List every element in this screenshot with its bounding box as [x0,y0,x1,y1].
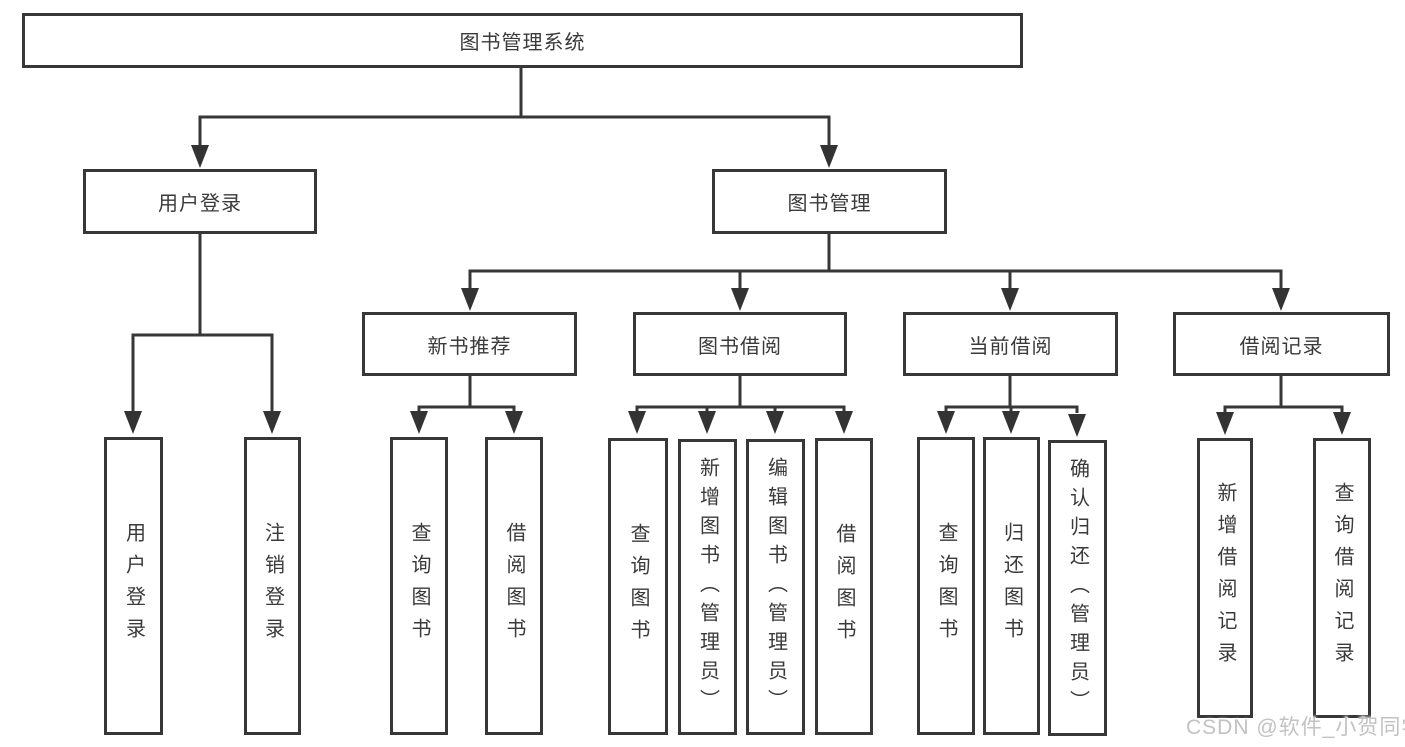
leaf-borrow-books-label: 借阅图书 [833,522,855,651]
leaf-query-books-recommend: 查询图书 [390,437,448,735]
node-current-borrow-label: 当前借阅 [968,335,1053,358]
leaf-add-book-admin-label: 新增图书（管理员） [696,456,719,718]
node-borrow-record: 借阅记录 [1173,312,1390,376]
leaf-edit-book-admin-label: 编辑图书（管理员） [764,456,787,718]
node-user-login: 用户登录 [83,169,317,234]
node-library-system-label: 图书管理系统 [459,32,586,54]
leaf-query-books-borrow: 查询图书 [608,438,668,735]
node-library-system: 图书管理系统 [22,13,1023,68]
csdn-watermark: CSDN @软件_小贺同学 [1186,716,1405,739]
leaf-edit-book-admin: 编辑图书（管理员） [746,439,805,735]
node-new-book-recommend: 新书推荐 [362,312,577,376]
leaf-user-login-label: 用户登录 [122,522,145,650]
node-book-borrow-label: 图书借阅 [698,335,782,358]
leaf-confirm-return-admin: 确认归还（管理员） [1048,440,1107,736]
connectors-book-borrow-branch [628,376,853,434]
leaf-query-borrow-record: 查询借阅记录 [1313,438,1371,718]
leaf-query-borrow-record-label: 查询借阅记录 [1331,482,1353,674]
leaf-query-books-borrow-label: 查询图书 [627,522,649,651]
connectors-book-management-to-level3 [461,233,1290,311]
leaf-borrow-books: 借阅图书 [815,438,873,735]
leaf-add-book-admin: 新增图书（管理员） [678,439,737,735]
node-borrow-record-label: 借阅记录 [1239,335,1324,358]
leaf-borrow-books-recommend: 借阅图书 [485,437,543,735]
leaf-logout: 注销登录 [244,437,301,735]
leaf-user-login: 用户登录 [104,437,163,735]
connectors-user-login-branch [124,234,281,434]
leaf-return-books: 归还图书 [983,437,1040,735]
leaf-add-borrow-record-label: 新增借阅记录 [1214,482,1236,674]
node-new-book-recommend-label: 新书推荐 [427,335,512,358]
leaf-add-borrow-record: 新增借阅记录 [1197,438,1253,718]
node-current-borrow: 当前借阅 [903,312,1118,376]
connectors-root-to-level2 [191,68,838,168]
node-book-management: 图书管理 [712,169,947,234]
leaf-logout-label: 注销登录 [261,522,284,650]
connectors-new-book-branch [410,376,523,434]
leaf-query-books-current-label: 查询图书 [935,522,957,650]
leaf-query-books-recommend-label: 查询图书 [408,522,430,650]
node-book-borrow: 图书借阅 [633,312,847,376]
leaf-return-books-label: 归还图书 [1000,522,1023,650]
connectors-borrow-record-branch [1216,376,1351,435]
node-book-management-label: 图书管理 [787,193,872,215]
leaf-borrow-books-recommend-label: 借阅图书 [503,522,525,650]
leaf-query-books-current: 查询图书 [917,437,975,735]
node-user-login-label: 用户登录 [158,193,242,215]
leaf-confirm-return-admin-label: 确认归还（管理员） [1066,457,1089,719]
connectors-current-borrow-branch [937,376,1086,437]
